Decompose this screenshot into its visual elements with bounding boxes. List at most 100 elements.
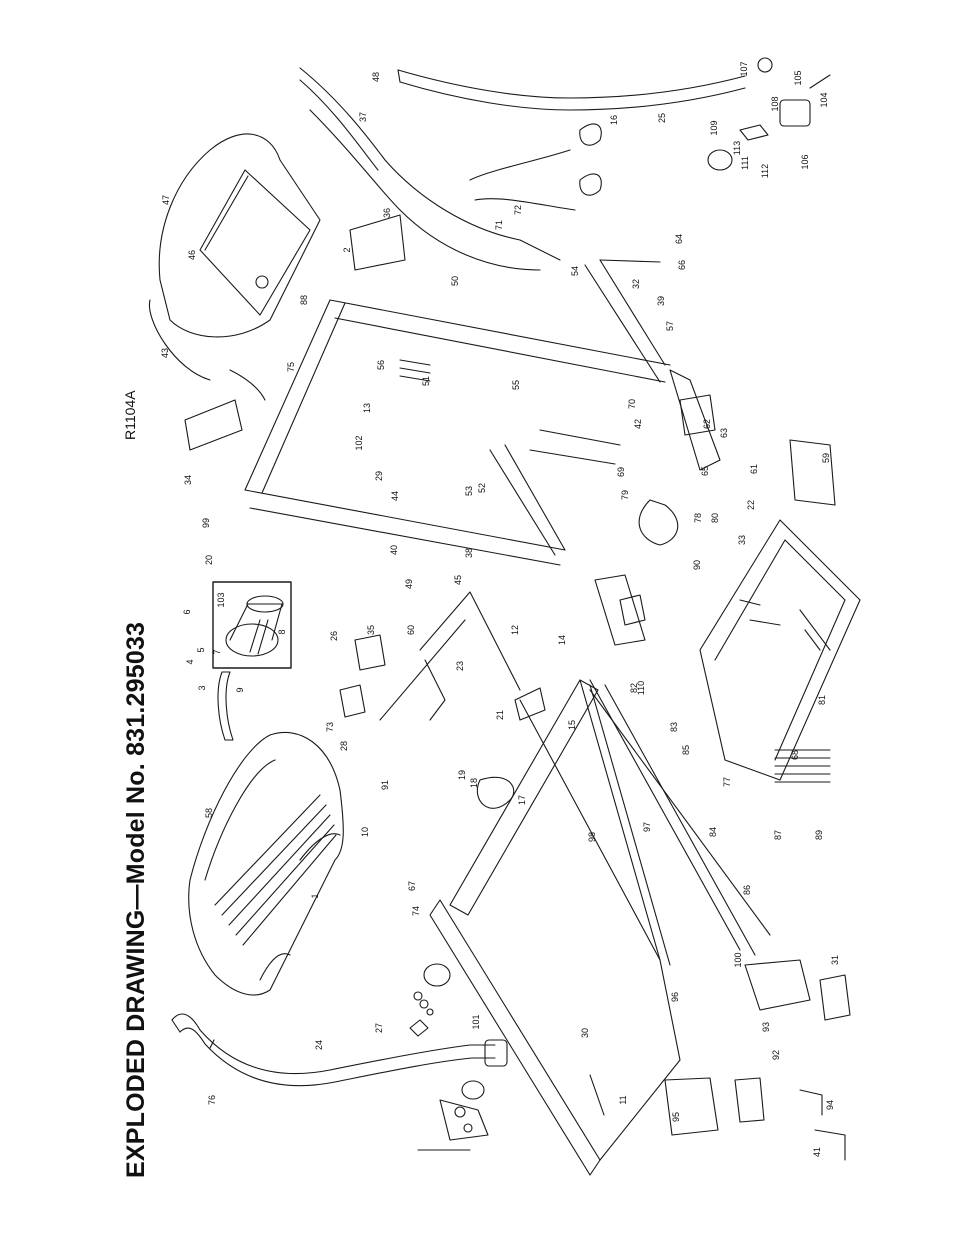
callout-14: 14 bbox=[557, 635, 567, 645]
callout-57: 57 bbox=[665, 321, 675, 331]
callout-58: 58 bbox=[204, 808, 214, 818]
callout-111: 111 bbox=[740, 156, 750, 170]
callout-75: 75 bbox=[286, 362, 296, 372]
callout-55: 55 bbox=[511, 380, 521, 390]
callout-19: 19 bbox=[457, 770, 467, 780]
console bbox=[148, 133, 406, 451]
callout-76: 76 bbox=[207, 1095, 217, 1105]
callout-1: 1 bbox=[310, 893, 320, 898]
callout-106: 106 bbox=[800, 154, 810, 169]
callout-28: 28 bbox=[339, 741, 349, 751]
drive-motor bbox=[225, 595, 284, 657]
callout-44: 44 bbox=[390, 491, 400, 501]
callout-104: 104 bbox=[819, 92, 829, 107]
callout-113: 113 bbox=[732, 141, 742, 155]
callout-86: 86 bbox=[742, 885, 752, 895]
callout-16: 16 bbox=[609, 115, 619, 125]
callout-54: 54 bbox=[570, 266, 580, 276]
callout-66: 66 bbox=[677, 260, 687, 270]
callout-72: 72 bbox=[513, 205, 523, 215]
callout-11: 11 bbox=[618, 1095, 628, 1104]
callout-71: 71 bbox=[494, 220, 504, 230]
callout-42: 42 bbox=[633, 419, 643, 429]
callout-62: 62 bbox=[702, 419, 712, 429]
callout-labels: 1234567891011121314151617181920212223242… bbox=[160, 61, 840, 1157]
callout-23: 23 bbox=[455, 661, 465, 671]
callout-38: 38 bbox=[464, 548, 474, 558]
callout-49: 49 bbox=[404, 579, 414, 589]
callout-5: 5 bbox=[196, 647, 206, 652]
callout-70: 70 bbox=[627, 399, 637, 409]
callout-101: 101 bbox=[471, 1014, 481, 1029]
callout-10: 10 bbox=[360, 827, 370, 837]
callout-7: 7 bbox=[212, 649, 222, 654]
callout-21: 21 bbox=[495, 710, 505, 720]
callout-78: 78 bbox=[693, 513, 703, 523]
callout-32: 32 bbox=[631, 279, 641, 289]
callout-67: 67 bbox=[407, 881, 417, 891]
callout-9: 9 bbox=[235, 687, 245, 692]
callout-33: 33 bbox=[737, 535, 747, 545]
motor-hood bbox=[188, 731, 344, 996]
callout-18: 18 bbox=[469, 778, 479, 788]
callout-90: 90 bbox=[692, 560, 702, 570]
callout-35: 35 bbox=[366, 625, 376, 635]
callout-79: 79 bbox=[620, 490, 630, 500]
callout-68: 68 bbox=[790, 750, 800, 760]
callout-53: 53 bbox=[464, 486, 474, 496]
callout-91: 91 bbox=[380, 780, 390, 790]
callout-107: 107 bbox=[739, 61, 749, 76]
callout-73: 73 bbox=[325, 722, 335, 732]
callout-95: 95 bbox=[671, 1112, 681, 1122]
callout-88: 88 bbox=[299, 295, 309, 305]
callout-34: 34 bbox=[183, 475, 193, 485]
callout-43: 43 bbox=[160, 348, 170, 358]
callout-6: 6 bbox=[182, 609, 192, 614]
callout-112: 112 bbox=[760, 164, 770, 178]
callout-40: 40 bbox=[389, 545, 399, 555]
callout-4: 4 bbox=[185, 659, 195, 664]
callout-39: 39 bbox=[656, 296, 666, 306]
callout-13: 13 bbox=[362, 403, 372, 413]
callout-99: 99 bbox=[201, 518, 211, 528]
callout-81: 81 bbox=[817, 695, 827, 705]
callout-110: 110 bbox=[636, 681, 646, 695]
callout-31: 31 bbox=[830, 955, 840, 965]
callout-37: 37 bbox=[358, 112, 368, 122]
callout-100: 100 bbox=[733, 952, 743, 967]
callout-46: 46 bbox=[187, 250, 197, 260]
callout-2: 2 bbox=[342, 247, 352, 252]
callout-50: 50 bbox=[450, 276, 460, 286]
callout-94: 94 bbox=[825, 1100, 835, 1110]
callout-3: 3 bbox=[197, 685, 207, 690]
callout-30: 30 bbox=[580, 1028, 590, 1038]
callout-89: 89 bbox=[814, 830, 824, 840]
callout-36: 36 bbox=[382, 208, 392, 218]
callout-41: 41 bbox=[812, 1147, 822, 1157]
electronics-base bbox=[699, 519, 861, 781]
callout-56: 56 bbox=[376, 360, 386, 370]
callout-15: 15 bbox=[567, 720, 577, 730]
callout-98: 98 bbox=[587, 832, 597, 842]
callout-59: 59 bbox=[821, 453, 831, 463]
callout-83: 83 bbox=[669, 722, 679, 732]
rear-feet bbox=[664, 394, 851, 1136]
callout-93: 93 bbox=[761, 1022, 771, 1032]
callout-17: 17 bbox=[517, 795, 527, 805]
callout-84: 84 bbox=[708, 827, 718, 837]
callout-52: 52 bbox=[477, 483, 487, 493]
callout-24: 24 bbox=[314, 1040, 324, 1050]
callout-8: 8 bbox=[277, 629, 287, 634]
callout-108: 108 bbox=[770, 96, 780, 111]
callout-77: 77 bbox=[722, 777, 732, 787]
callout-25: 25 bbox=[657, 113, 667, 123]
callout-27: 27 bbox=[374, 1023, 384, 1033]
callout-109: 109 bbox=[709, 120, 719, 135]
callout-105: 105 bbox=[793, 70, 803, 85]
misc-parts bbox=[339, 359, 846, 1161]
callout-87: 87 bbox=[773, 830, 783, 840]
deck-rails bbox=[429, 679, 756, 1176]
callout-12: 12 bbox=[510, 625, 520, 635]
callout-80: 80 bbox=[710, 513, 720, 523]
